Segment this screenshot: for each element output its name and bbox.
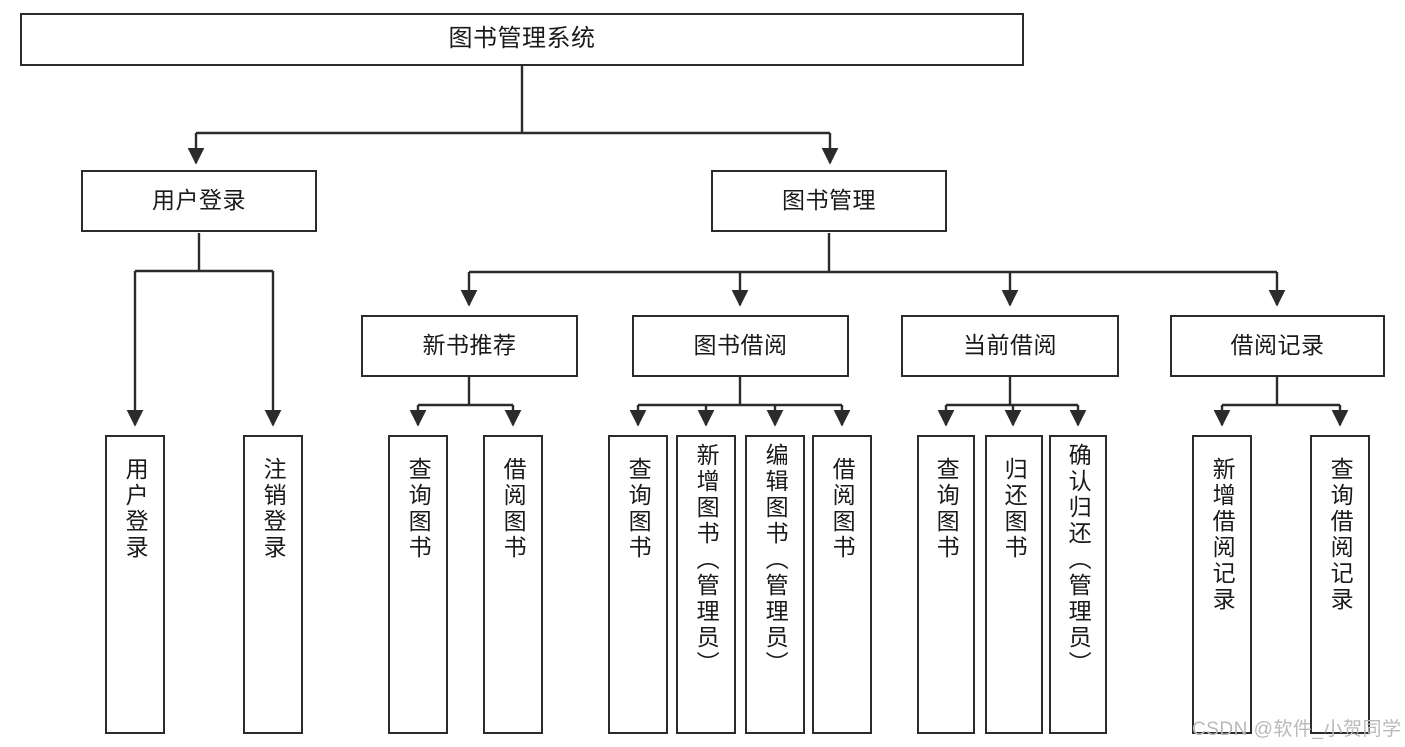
- node-leaf-add-book[interactable]: 新增图书（管理员）: [676, 435, 736, 734]
- node-label: 查询借阅记录: [1327, 457, 1354, 613]
- node-label: 新书推荐: [422, 332, 517, 359]
- node-leaf-query-book-2[interactable]: 查询图书: [608, 435, 668, 734]
- node-leaf-confirm-return[interactable]: 确认归还（管理员）: [1049, 435, 1107, 734]
- node-leaf-borrow-book-1[interactable]: 借阅图书: [483, 435, 543, 734]
- node-label: 查询图书: [405, 457, 432, 561]
- node-label: 注销登录: [260, 457, 287, 561]
- node-label: 借阅记录: [1230, 332, 1325, 359]
- node-label: 借阅图书: [829, 457, 856, 561]
- node-label: 确认归还（管理员）: [1065, 443, 1092, 677]
- node-root-system[interactable]: 图书管理系统: [20, 13, 1024, 66]
- node-label: 图书管理系统: [448, 25, 596, 53]
- node-current-borrow[interactable]: 当前借阅: [901, 315, 1119, 377]
- node-label: 归还图书: [1001, 457, 1028, 561]
- node-leaf-user-logout[interactable]: 注销登录: [243, 435, 303, 734]
- node-leaf-return-book[interactable]: 归还图书: [985, 435, 1043, 734]
- node-leaf-edit-book[interactable]: 编辑图书（管理员）: [745, 435, 805, 734]
- node-label: 新增图书（管理员）: [693, 443, 720, 677]
- node-leaf-borrow-book-2[interactable]: 借阅图书: [812, 435, 872, 734]
- node-book-manage[interactable]: 图书管理: [711, 170, 947, 232]
- node-label: 借阅图书: [500, 457, 527, 561]
- node-label: 图书管理: [782, 187, 876, 214]
- node-leaf-query-record[interactable]: 查询借阅记录: [1310, 435, 1370, 734]
- node-label: 当前借阅: [963, 332, 1057, 359]
- node-label: 图书借阅: [693, 332, 788, 359]
- node-borrow-record[interactable]: 借阅记录: [1170, 315, 1385, 377]
- node-label: 查询图书: [625, 457, 652, 561]
- node-label: 查询图书: [933, 457, 960, 561]
- node-label: 用户登录: [122, 457, 149, 561]
- node-leaf-query-book-1[interactable]: 查询图书: [388, 435, 448, 734]
- node-leaf-add-record[interactable]: 新增借阅记录: [1192, 435, 1252, 734]
- node-book-borrow[interactable]: 图书借阅: [632, 315, 849, 377]
- node-user-login[interactable]: 用户登录: [81, 170, 317, 232]
- node-leaf-query-book-3[interactable]: 查询图书: [917, 435, 975, 734]
- node-label: 编辑图书（管理员）: [762, 443, 789, 677]
- node-leaf-user-login[interactable]: 用户登录: [105, 435, 165, 734]
- node-label: 新增借阅记录: [1209, 457, 1236, 613]
- node-new-book-recommend[interactable]: 新书推荐: [361, 315, 578, 377]
- node-label: 用户登录: [152, 187, 246, 214]
